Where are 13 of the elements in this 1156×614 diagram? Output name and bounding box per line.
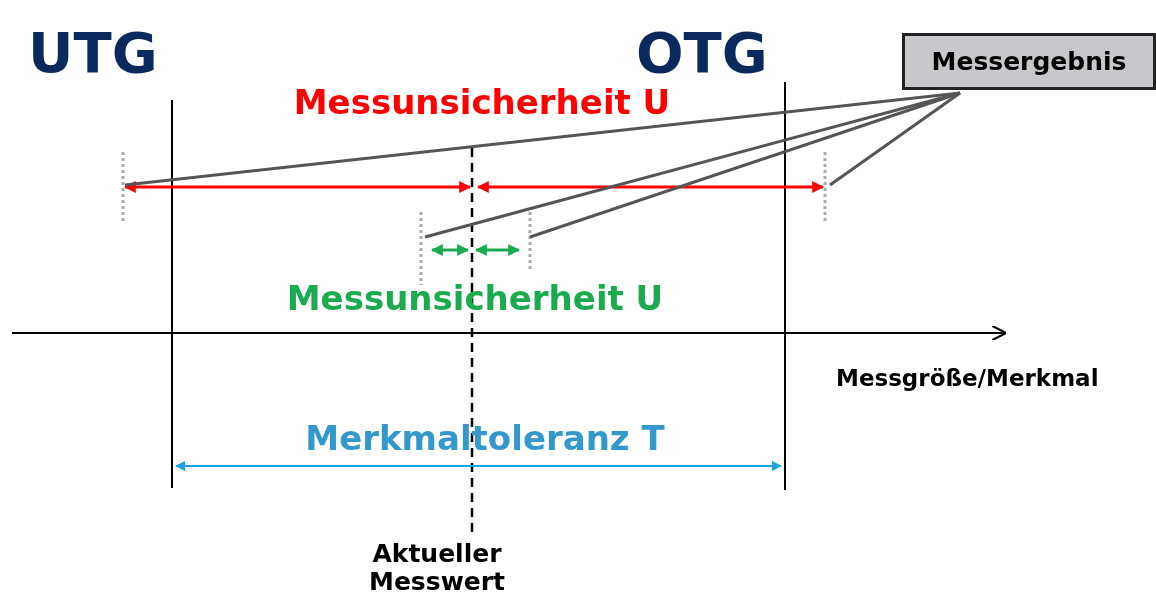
axis-label: Messgröße/Merkmal [836,366,1099,392]
uncertainty-label: Messunsicherheit U [286,280,664,318]
result-box: Messergebnis [902,33,1156,90]
tick-mark [823,152,827,222]
tolerance-label: Merkmaltoleranz T [305,420,665,458]
measured-value-label: Aktueller Messwert [368,540,506,595]
tick-mark [528,212,532,270]
uncertainty-label: Messunsicherheit U [293,84,671,122]
limit-label: UTG [28,22,158,84]
limit-label: OTG [636,22,768,84]
tick-mark [121,152,125,222]
leader-line [529,91,961,239]
tick-mark [419,212,423,285]
